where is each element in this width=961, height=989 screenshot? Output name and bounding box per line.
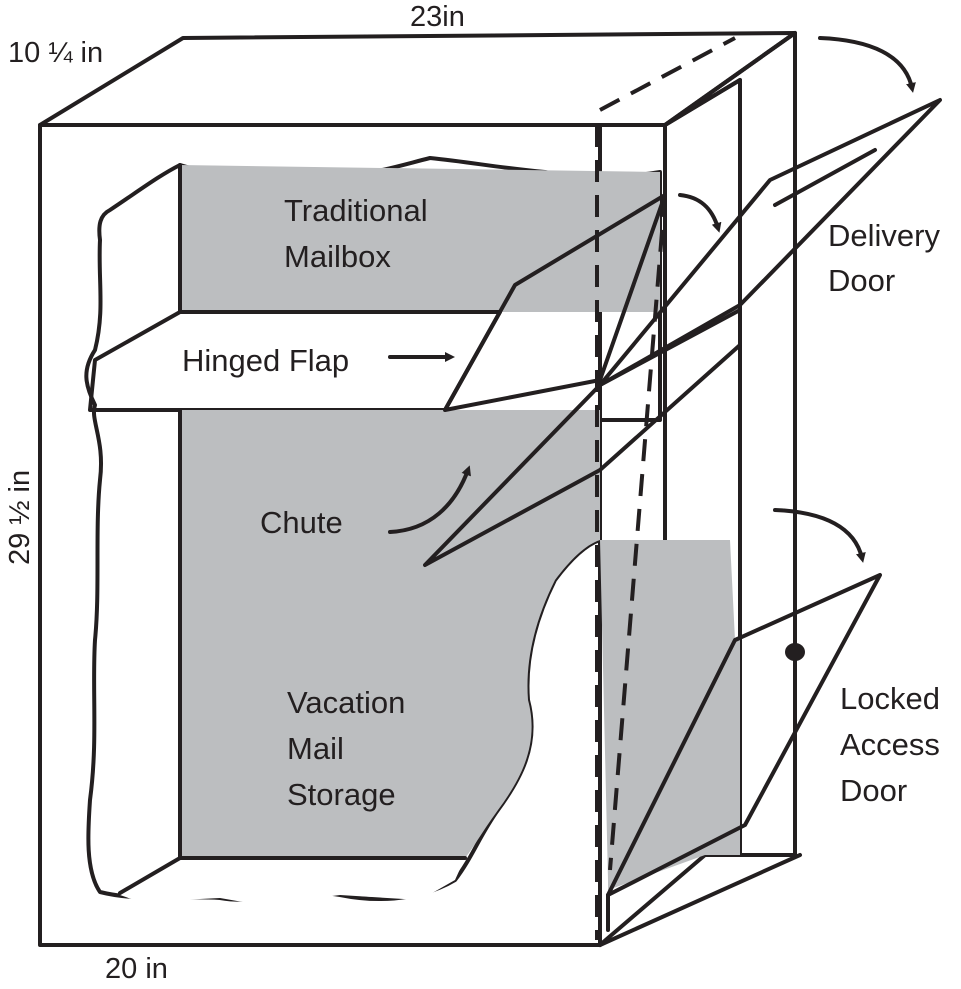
lock-keyhole-icon <box>785 643 805 661</box>
hidden-edges <box>595 36 736 940</box>
delivery-door-swing-arrow <box>818 36 916 93</box>
hidden-back-vertical <box>608 194 667 871</box>
traditional-label-line2: Mailbox <box>284 239 391 274</box>
storage-floor-edge <box>118 856 182 895</box>
hinged-flap-label: Hinged Flap <box>182 343 349 378</box>
dimension-base: 20 in <box>105 953 168 985</box>
vacation-label-line3: Storage <box>287 777 396 812</box>
vacation-label-line2: Mail <box>287 731 344 766</box>
locked-access-door <box>606 573 882 897</box>
traditional-mailbox-interior <box>180 165 660 312</box>
vacation-label-line1: Vacation <box>287 685 405 720</box>
dimension-height: 29 ½ in <box>4 470 36 565</box>
chute-panel <box>423 308 742 567</box>
vacation-storage-interior <box>180 410 600 858</box>
box-bottom-edge <box>598 853 802 947</box>
locked-label-line2: Access <box>840 727 940 762</box>
flap-swing-arrow <box>678 193 722 233</box>
delivery-door <box>598 98 942 387</box>
access-door-swing-arrow <box>773 508 866 563</box>
chute-label: Chute <box>260 505 343 540</box>
traditional-label-line1: Traditional <box>284 193 428 228</box>
dimension-width: 23in <box>410 1 465 33</box>
delivery-label-line2: Door <box>828 263 895 298</box>
chute-arrow <box>388 465 471 534</box>
delivery-door-inner-edge <box>773 148 877 207</box>
dimension-depth: 10 ¼ in <box>8 37 103 69</box>
storage-floor <box>120 858 465 905</box>
locked-label-line1: Locked <box>840 681 940 716</box>
delivery-label-line1: Delivery <box>828 218 940 253</box>
hidden-top-edge <box>599 36 736 112</box>
locked-label-line3: Door <box>840 773 907 808</box>
